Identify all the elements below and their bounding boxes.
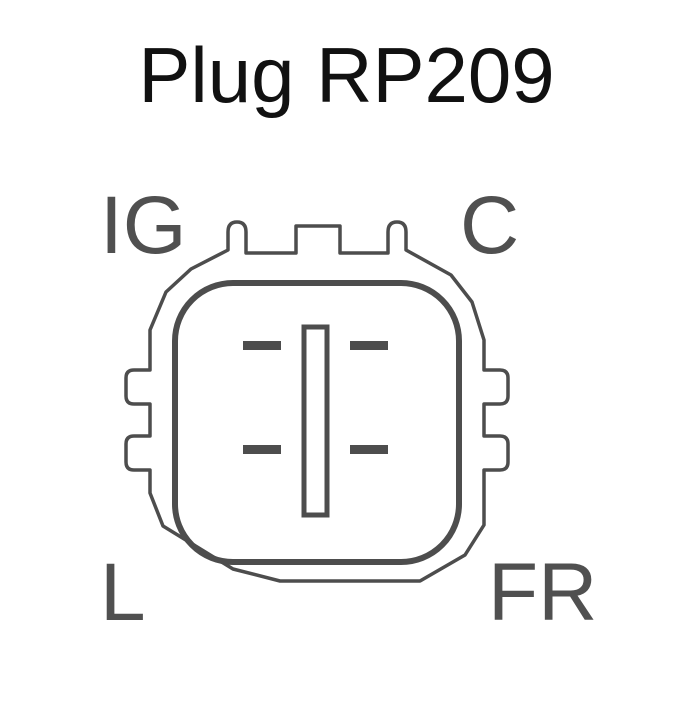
center-key-bar <box>301 324 330 518</box>
connector-socket-outline <box>172 280 462 565</box>
pin-label-fr: FR <box>488 547 597 638</box>
page-title: Plug RP209 <box>138 31 555 119</box>
pin-label-ig: IG <box>100 180 187 271</box>
terminal-slot-fr <box>350 445 388 454</box>
connector-housing-outline <box>124 220 510 583</box>
terminal-slot-c <box>350 341 388 350</box>
terminal-slot-ig <box>243 341 281 350</box>
pin-label-c: C <box>460 180 519 271</box>
terminal-slot-l <box>243 445 281 454</box>
pin-label-l: L <box>100 547 146 638</box>
